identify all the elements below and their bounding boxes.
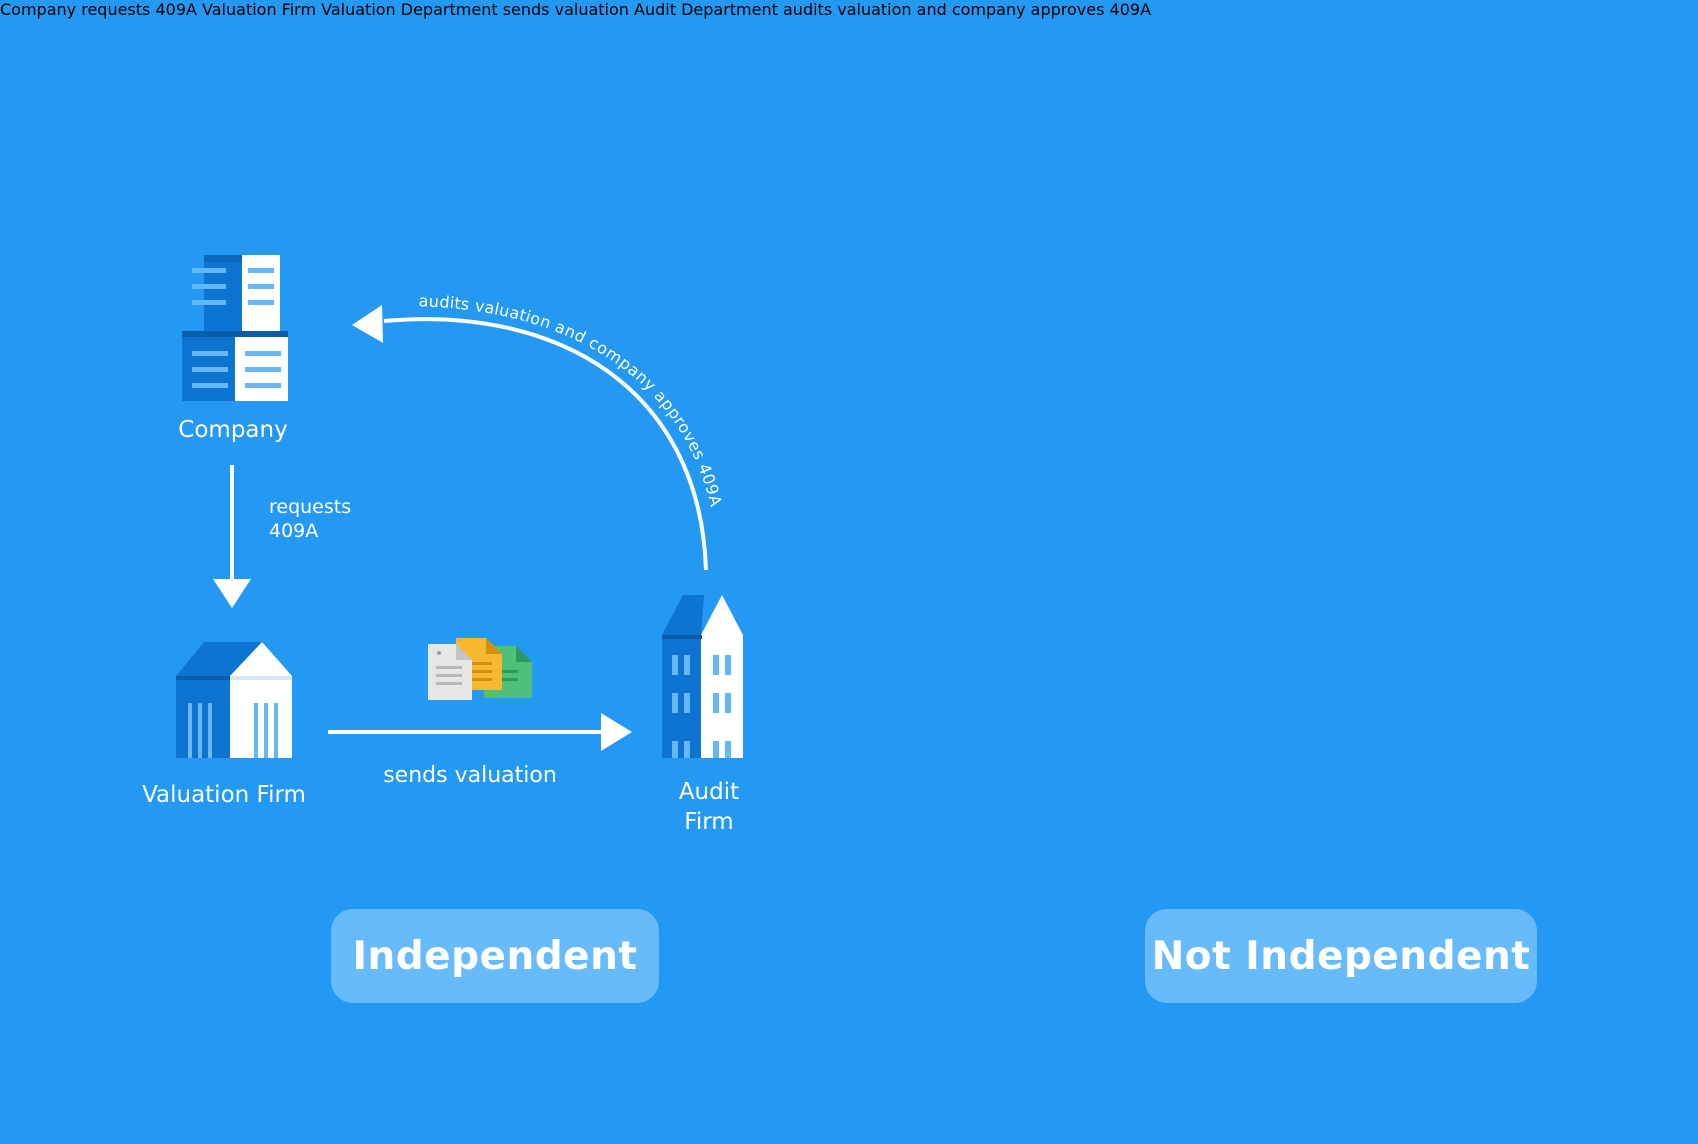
- requests-label: requests: [269, 496, 351, 518]
- valuation-documents-icon: [428, 638, 532, 700]
- valuation-department-label: Valuation: [321, 0, 396, 19]
- valuation-firm-label: Valuation Firm: [202, 0, 317, 19]
- company-label: Company: [0, 0, 77, 19]
- company-label: Company: [178, 417, 287, 443]
- audits-approves-arrow: [352, 305, 708, 571]
- valuation-firm-building-icon: [176, 642, 292, 758]
- not-independent-pill-label: Not Independent: [1145, 909, 1537, 1003]
- requests-label: requests: [81, 0, 151, 19]
- panel-divider: Company requests 409A Valuation Firm Val…: [0, 0, 1537, 1003]
- audits-approves-label: audits valuation and company approves 40…: [418, 291, 725, 508]
- audit-department-label: Audit: [634, 0, 676, 19]
- requests-arrow: [213, 465, 251, 608]
- valuation-documents-icon: sends valuation Audit Department audits …: [503, 0, 1151, 19]
- company-building-icon: Company requests 409A Valuation Firm Val…: [0, 0, 1151, 19]
- audit-firm-label: Audit: [679, 779, 739, 805]
- valuation-firm-building-icon: Valuation Firm Valuation Department send…: [202, 0, 1151, 19]
- sends-valuation-label: sends valuation: [502, 0, 629, 19]
- company-building-icon: [182, 255, 288, 401]
- independent-panel: Company requests 409A Valuation Firm sen…: [142, 255, 743, 835]
- requests-label-409a: 409A: [155, 0, 197, 19]
- audits-approves-label: audits valuation and company approves 40…: [783, 0, 1152, 19]
- sends-valuation-label: sends valuation: [383, 763, 557, 788]
- valuation-department-label-2: Department: [400, 0, 498, 19]
- valuation-firm-label: Valuation Firm: [142, 782, 306, 808]
- audit-department-label-2: Department: [681, 0, 778, 19]
- audit-firm-label-2: Firm: [684, 809, 733, 835]
- audit-firm-building-icon: [662, 595, 743, 758]
- sends-valuation-arrow: [328, 713, 632, 751]
- requests-label-409a: 409A: [269, 520, 318, 542]
- not-independent-panel: Company requests 409A Valuation Firm Val…: [0, 0, 1151, 19]
- independent-pill-label: Independent: [331, 909, 659, 1003]
